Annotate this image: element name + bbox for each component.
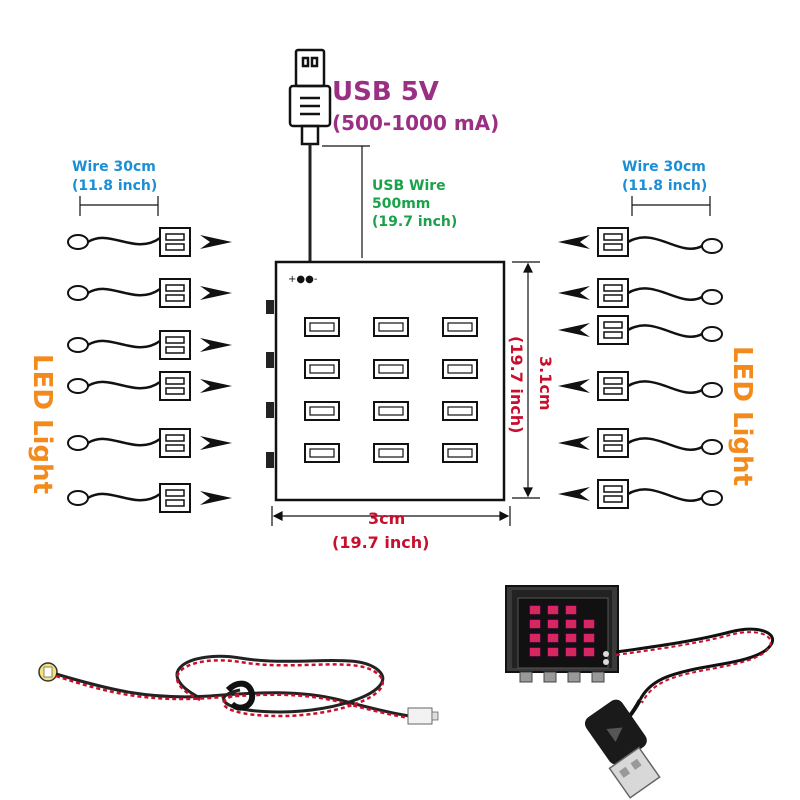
board-port-icon (304, 359, 340, 379)
side-port-icon (266, 452, 274, 468)
right-led-wires (558, 227, 723, 509)
photo-led-icon (547, 633, 559, 643)
board-height-inch: (19.7 inch) (507, 336, 526, 433)
board-port-icon (442, 401, 478, 421)
board-port-icon (304, 317, 340, 337)
led-light-left: LED Light (27, 354, 57, 494)
side-port-icon (266, 300, 274, 314)
board-port-icon (373, 443, 409, 463)
board-port-icon (304, 401, 340, 421)
board-port-icon (442, 443, 478, 463)
photo-led-icon (583, 633, 595, 643)
photo-led-icon (583, 619, 595, 629)
photo-led-icon (565, 633, 577, 643)
connector-icon (597, 428, 629, 458)
led-wire-right (558, 371, 723, 401)
usb-wire-length: 500mm (372, 196, 430, 212)
led-wire-right (558, 227, 723, 257)
arrow-left-icon (558, 323, 590, 337)
board-port-icon (442, 359, 478, 379)
usb-wire-dimension (322, 145, 370, 258)
arrow-left-icon (558, 436, 590, 450)
connector-icon (597, 278, 629, 308)
connector-icon (159, 371, 191, 401)
connector-icon (159, 227, 191, 257)
connector-icon (159, 483, 191, 513)
side-port-icon (266, 352, 274, 368)
photo-led-icon (547, 619, 559, 629)
board-port-icon (373, 401, 409, 421)
led-wire-right (558, 278, 723, 308)
board-usb-photo (505, 585, 774, 799)
led-wire-left (67, 483, 232, 513)
connector-icon (159, 278, 191, 308)
board-height-dimension (512, 261, 540, 499)
right-wire-inch: (11.8 inch) (622, 178, 707, 194)
usb-wire-inch: (19.7 inch) (372, 214, 457, 230)
led-light-right: LED Light (727, 346, 757, 486)
board-port-icon (373, 359, 409, 379)
usb-plug-icon (288, 48, 332, 146)
left-wire-label: Wire 30cm (72, 159, 156, 175)
photo-led-icon (529, 633, 541, 643)
right-wire-label: Wire 30cm (622, 159, 706, 175)
arrow-right-icon (200, 436, 232, 450)
left-wire-inch: (11.8 inch) (72, 178, 157, 194)
arrow-right-icon (200, 286, 232, 300)
usb-wire-label: USB Wire (372, 178, 446, 194)
right-wire-dimension (631, 196, 711, 216)
usb-title: USB 5V (332, 77, 439, 107)
board-port-icon (373, 317, 409, 337)
left-wire-dimension (79, 196, 159, 216)
led-wire-left (67, 227, 232, 257)
led-strand-photo (38, 654, 439, 725)
photo-led-icon (547, 647, 559, 657)
photo-led-icon (529, 619, 541, 629)
led-wire-right (558, 479, 723, 509)
photo-led-icon (565, 605, 577, 615)
led-wire-left (67, 278, 232, 308)
led-wire-right (558, 428, 723, 458)
arrow-right-icon (200, 379, 232, 393)
arrow-right-icon (200, 235, 232, 249)
connector-icon (597, 371, 629, 401)
side-port-icon (266, 402, 274, 418)
photo-led-icon (565, 619, 577, 629)
connector-icon (597, 479, 629, 509)
led-wire-right (558, 315, 723, 345)
arrow-left-icon (558, 487, 590, 501)
led-wire-left (67, 428, 232, 458)
arrow-right-icon (200, 338, 232, 352)
connector-icon (159, 428, 191, 458)
arrow-left-icon (558, 379, 590, 393)
connector-icon (159, 330, 191, 360)
usb-current: (500-1000 mA) (332, 111, 499, 135)
arrow-right-icon (200, 491, 232, 505)
left-led-wires (67, 227, 232, 513)
photo-led-icon (565, 647, 577, 657)
board-polarity: +●●- (288, 274, 318, 285)
board-port-icon (304, 443, 340, 463)
led-control-board: +●●- (266, 260, 506, 502)
led-wire-left (67, 371, 232, 401)
arrow-left-icon (558, 235, 590, 249)
board-port-icon (442, 317, 478, 337)
board-width-dimension (271, 506, 511, 526)
connector-icon (597, 227, 629, 257)
board-height-label: 3.1cm (536, 356, 555, 411)
photo-led-icon (529, 605, 541, 615)
photo-led-icon (583, 647, 595, 657)
board-width-inch: (19.7 inch) (332, 533, 429, 552)
arrow-left-icon (558, 286, 590, 300)
connector-icon (597, 315, 629, 345)
board-width-label: 3cm (368, 509, 405, 528)
photo-led-icon (529, 647, 541, 657)
led-wire-left (67, 330, 232, 360)
photo-led-icon (547, 605, 559, 615)
